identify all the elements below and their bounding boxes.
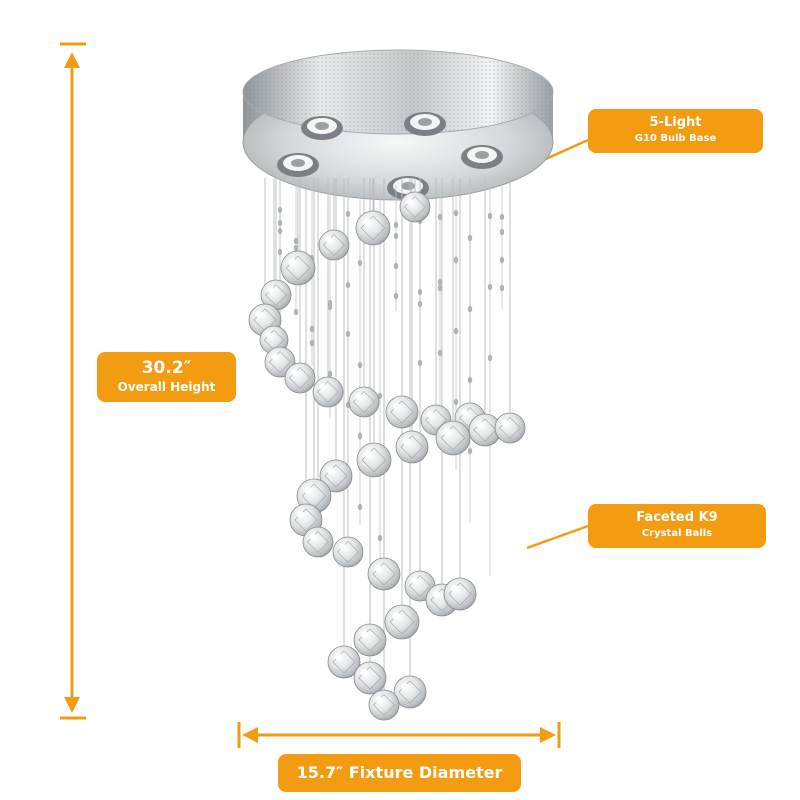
crystal-ball [348,386,380,418]
crystal-bead [327,370,333,378]
crystal-bead [467,234,473,242]
overall-height-callout: 30.2″ Overall Height [97,352,236,402]
crystal-bead [277,219,283,227]
crystal-bead [499,284,505,292]
crystal-bead [357,361,363,369]
crystal-callout: Faceted K9 Crystal Balls [588,504,766,548]
crystal-bead [309,339,315,347]
crystal-bead [277,227,283,235]
crystal-ball [368,689,400,721]
crystal-bead [499,228,505,236]
crystal-bead [417,359,423,367]
crystal-ball [353,623,387,657]
crystal-bead [345,281,351,289]
bulb-socket [277,153,319,177]
crystal-ball [302,526,334,558]
diameter-callout: 15.7″ Fixture Diameter [278,754,521,792]
bulb-base-callout: 5-Light G10 Bulb Base [588,109,763,153]
crystal-ball [280,250,316,286]
crystal-ball [385,395,419,429]
crystal-ball [395,430,429,464]
crystal-bead [453,209,459,217]
crystal-bead [453,398,459,406]
crystal-bead [499,256,505,264]
crystal-bead [357,503,363,511]
crystal-ball [327,645,361,679]
crystal-ball [356,442,392,478]
crystal-leader-line [526,524,589,550]
crystal-bead [417,300,423,308]
crystal-bead [393,232,399,240]
bulb-sockets [277,112,503,200]
crystal-bead [393,221,399,229]
crystal-ball [355,210,391,246]
crystal-value: Faceted K9 [636,510,718,525]
crystal-bead [437,284,443,292]
crystal-ball [384,604,420,640]
crystal-bead [487,212,493,220]
crystal-bead [345,210,351,218]
crystal-bead [487,354,493,362]
crystal-ball [494,412,526,444]
crystal-bead [393,292,399,300]
bulb-socket [404,112,446,136]
crystal-ball [332,536,364,568]
crystal-bead [487,283,493,291]
height-label: Overall Height [117,380,216,394]
crystal-bead [453,327,459,335]
crystal-bead [309,325,315,333]
base-value: 5-Light [649,115,702,130]
crystal-label: Crystal Balls [641,528,713,539]
crystal-ball [284,362,316,394]
crystal-balls [248,191,526,721]
crystal-ball [353,661,387,695]
bulb-socket [301,116,343,140]
crystal-bead [437,278,443,286]
crystal-bead [453,256,459,264]
vertical-dimension-arrow-icon [60,42,86,720]
crystal-bead [467,447,473,455]
crystal-ball [435,420,471,456]
crystal-ball [393,675,427,709]
crystal-ball [367,557,401,591]
crystal-bead [393,262,399,270]
diameter-label: 15.7″ Fixture Diameter [296,763,503,782]
crystal-bead [293,237,299,245]
crystal-bead [467,305,473,313]
crystal-bead [293,308,299,316]
crystal-bead [277,248,283,256]
horizontal-dimension-arrow-icon [237,722,561,748]
crystal-ball [312,376,344,408]
crystal-ball [443,577,477,611]
crystal-ball [319,459,353,493]
crystal-bead [377,392,383,400]
crystal-bead [437,349,443,357]
crystal-bead [277,206,283,214]
base-label: G10 Bulb Base [634,133,717,144]
crystal-ball [318,229,350,261]
crystal-bead [327,303,333,311]
crystal-bead [499,213,505,221]
crystal-bead [417,288,423,296]
crystal-bead [467,376,473,384]
crystal-bead [357,432,363,440]
crystal-bead [345,330,351,338]
crystal-bead [293,244,299,252]
crystal-bead [357,259,363,267]
crystal-ball [399,191,431,223]
bulb-socket [461,145,503,169]
crystal-bead [377,534,383,542]
crystal-bead [437,213,443,221]
height-value: 30.2″ [141,358,192,378]
